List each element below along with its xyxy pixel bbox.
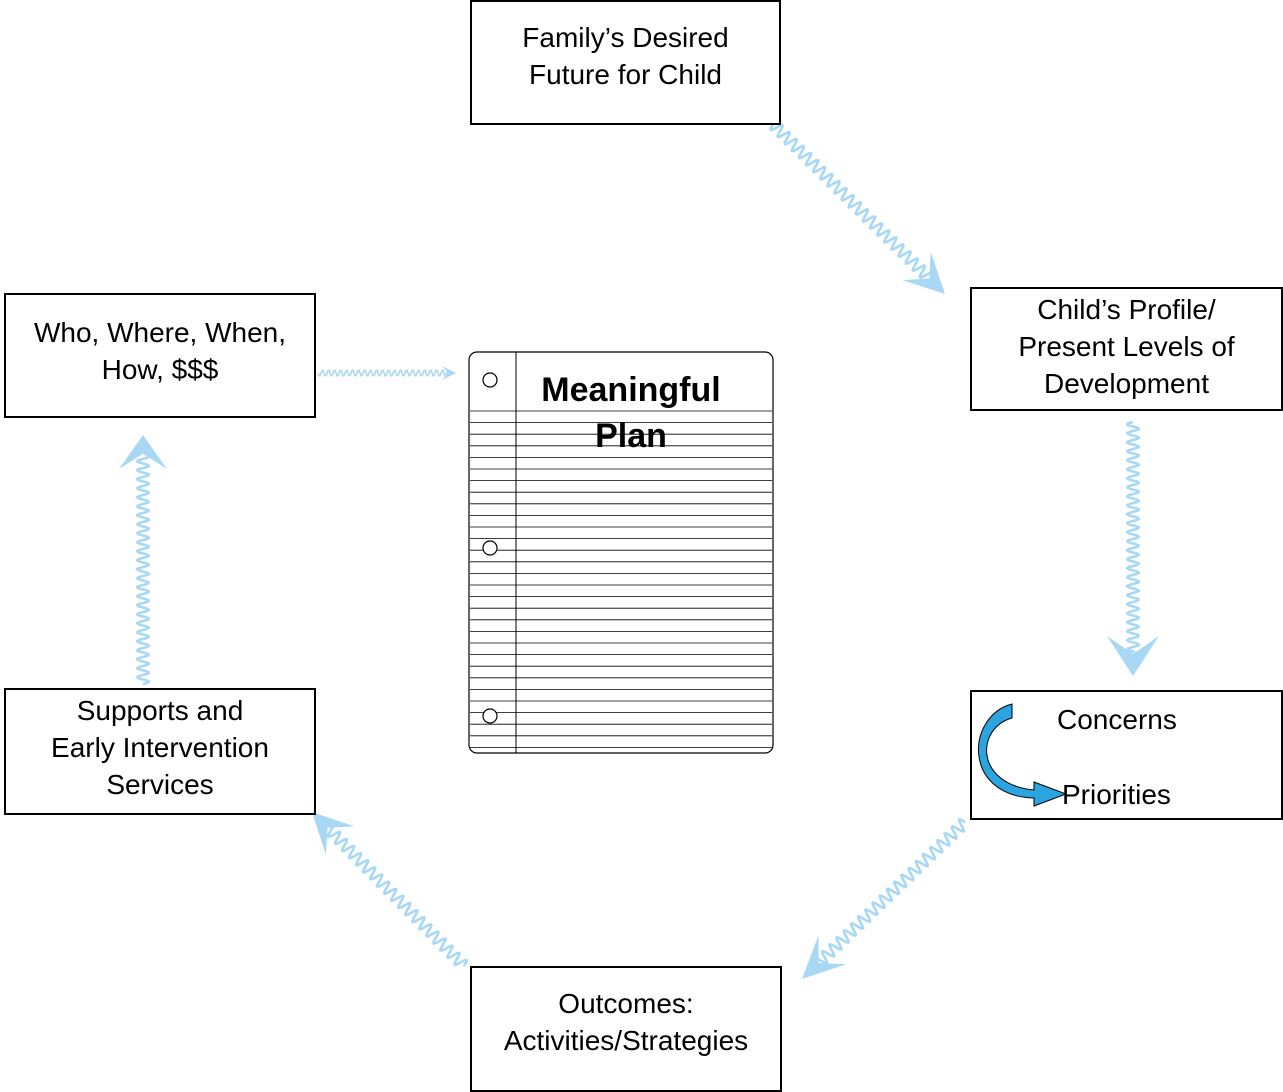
plan-title-line: Meaningful bbox=[541, 371, 721, 409]
family-desired-future-box: Family’s Desired Future for Child bbox=[470, 0, 781, 125]
box-text-line: Present Levels of bbox=[1018, 330, 1235, 362]
box-text-line: Who, Where, When, bbox=[33, 317, 287, 348]
who-where-when-box: Who, Where, When, How, $$$ bbox=[4, 293, 316, 418]
notebook-paper-icon bbox=[468, 351, 774, 754]
box-text-line: How, $$$ bbox=[101, 353, 219, 385]
arrowhead bbox=[312, 812, 355, 855]
box-text-line: Future for Child bbox=[529, 58, 722, 90]
curved-arrow-icon bbox=[977, 703, 1068, 807]
arrowhead bbox=[902, 251, 945, 294]
arrow-future-to-profile bbox=[769, 123, 945, 294]
box-text-line: Child’s Profile/ bbox=[1037, 294, 1216, 325]
supports-services-box: Supports and Early Intervention Services bbox=[4, 688, 316, 815]
box-text-line: Activities/Strategies bbox=[503, 1024, 749, 1056]
arrowhead bbox=[1107, 636, 1159, 676]
ruled-lines bbox=[470, 410, 772, 748]
arrow-concerns-to-outcomes bbox=[802, 818, 966, 979]
binder-hole bbox=[482, 372, 498, 388]
arrow-profile-to-concerns bbox=[1107, 420, 1159, 676]
arrowhead bbox=[442, 366, 456, 380]
concerns-label: Concerns bbox=[1057, 704, 1177, 735]
outcomes-box: Outcomes: Activities/Strategies bbox=[470, 966, 782, 1092]
box-text-line: Early Intervention bbox=[51, 731, 269, 763]
arrowhead bbox=[802, 935, 847, 979]
box-text-line: Services bbox=[106, 768, 214, 800]
binder-hole bbox=[482, 540, 498, 556]
box-text-line: Supports and bbox=[76, 695, 244, 726]
arrow-who-to-plan bbox=[317, 366, 456, 380]
box-text-line: Development bbox=[1044, 367, 1209, 399]
concerns-priorities-box: Concerns Priorities bbox=[970, 690, 1283, 820]
binder-hole bbox=[482, 708, 498, 724]
arrowhead bbox=[119, 435, 167, 469]
priorities-label: Priorities bbox=[1062, 779, 1171, 810]
plan-title-line: Plan bbox=[595, 416, 667, 455]
arrow-supports-to-who bbox=[119, 435, 167, 686]
box-text-line: Family’s Desired bbox=[522, 22, 729, 53]
arrow-outcomes-to-supports bbox=[312, 812, 468, 967]
child-profile-box: Child’s Profile/ Present Levels of Devel… bbox=[970, 287, 1283, 411]
box-text-line: Outcomes: bbox=[558, 988, 694, 1019]
meaningful-plan-title: Meaningful Plan bbox=[516, 368, 746, 460]
